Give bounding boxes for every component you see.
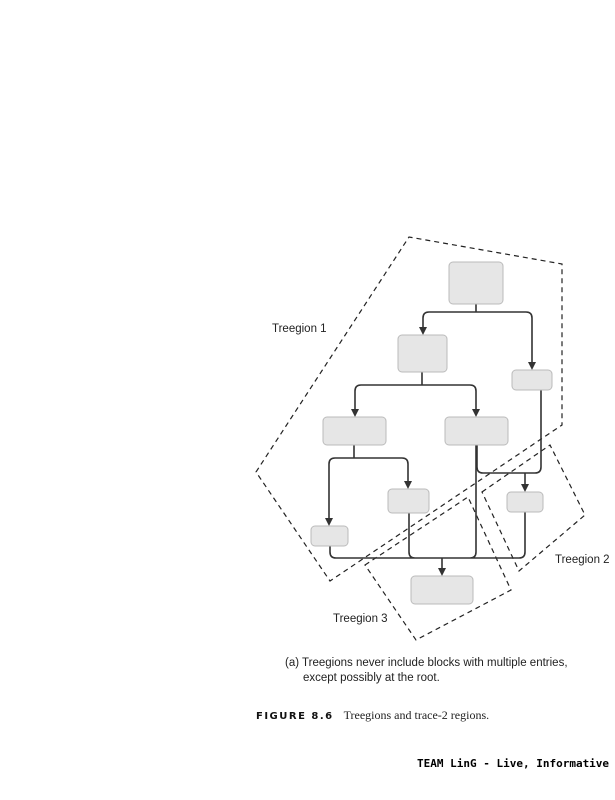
edge-b4-split [335, 445, 409, 481]
arrowhead [351, 409, 359, 417]
block-7 [310, 525, 349, 547]
edge-b2-split [361, 372, 477, 409]
treegion-1-label: Treegion 1 [272, 323, 327, 335]
footer-watermark: TEAM LinG - Live, Informative [417, 757, 610, 770]
edge-root-split [429, 304, 533, 362]
arrowhead [472, 409, 480, 417]
block-4 [322, 416, 387, 446]
block-2 [397, 334, 448, 373]
figure-number: FIGURE 8.6 [256, 711, 334, 722]
treegion-1-boundary [255, 236, 563, 582]
arrowhead [419, 327, 427, 335]
figure-title: Treegions and trace-2 regions. [343, 708, 490, 722]
block-5 [444, 416, 509, 446]
block-6 [387, 488, 430, 514]
edge-b5-b3-join [476, 390, 542, 474]
arrowhead [325, 518, 333, 526]
caption-line-1: (a) Treegions never include blocks with … [285, 657, 568, 669]
figure-caption: FIGURE 8.6 Treegions and trace-2 regions. [256, 706, 489, 724]
treegion-3-boundary [364, 496, 512, 641]
caption-line-2: except possibly at the root. [303, 672, 440, 684]
block-8 [506, 491, 544, 513]
block-9 [410, 575, 474, 605]
edge-merge [329, 445, 526, 559]
arrowhead [404, 481, 412, 489]
block-3 [511, 369, 553, 391]
arrowhead [438, 568, 446, 576]
edge-b2-b4 [354, 384, 362, 409]
arrowhead [521, 484, 529, 492]
edge-root-b2 [422, 311, 430, 327]
block-root [448, 261, 504, 305]
treegion-2-label: Treegion 2 [555, 554, 610, 566]
treegion-3-label: Treegion 3 [333, 613, 388, 625]
edge-b4-b7 [328, 457, 336, 518]
arrowhead [528, 362, 536, 370]
treegion-2-boundary [481, 444, 586, 572]
